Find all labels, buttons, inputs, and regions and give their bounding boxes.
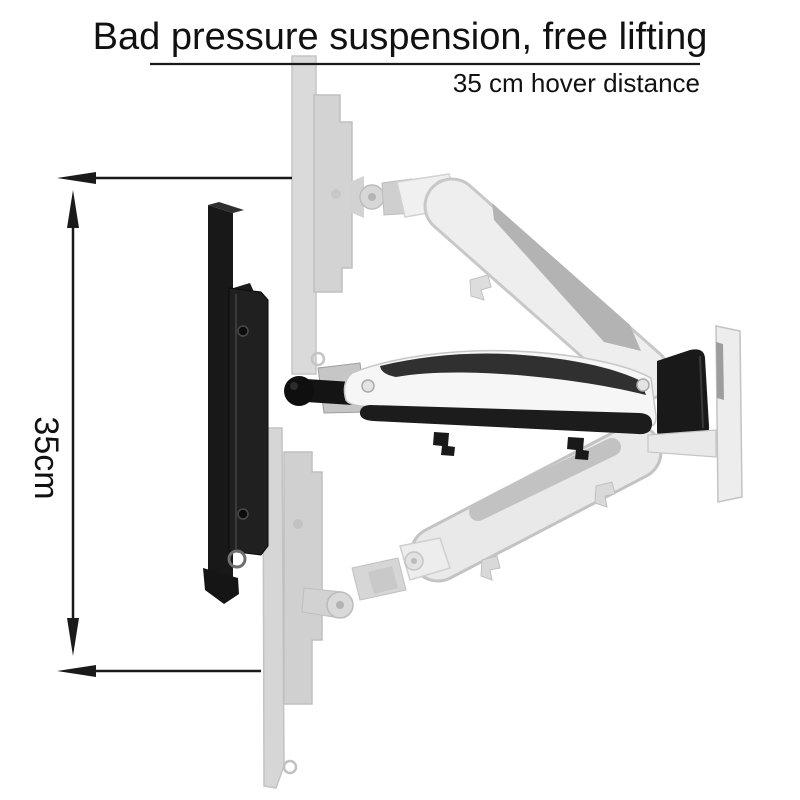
ghost-up-arm-inset bbox=[492, 203, 641, 351]
ghost-up-hinge bbox=[350, 176, 364, 218]
monitor-black-top-edge bbox=[208, 202, 244, 213]
monitor-black-panel bbox=[208, 205, 233, 578]
ghost-down-tilter-plate bbox=[368, 566, 398, 594]
main-arm-inset bbox=[380, 353, 646, 395]
ghost-down-cable-clip-2 bbox=[480, 555, 501, 581]
hover-distance-label: 35 cm hover distance bbox=[452, 68, 700, 98]
vertical-arrowhead-down bbox=[67, 618, 79, 656]
wall-plate bbox=[715, 325, 743, 503]
ghost-up-ball-screw bbox=[368, 193, 376, 201]
monitor-black bbox=[203, 202, 269, 604]
ghost-down-arm-body bbox=[412, 426, 660, 580]
wall-bracket-highlight bbox=[699, 355, 704, 429]
ghost-down-screw bbox=[293, 519, 303, 529]
ghost-up-hook-ring bbox=[310, 351, 326, 367]
ghost-up-cable-clip bbox=[469, 274, 492, 301]
main-arm-cable-clip-1 bbox=[433, 432, 455, 456]
wall-bracket-black bbox=[657, 349, 710, 439]
main-arm-connector bbox=[306, 379, 352, 405]
ghost-up-screw bbox=[331, 189, 341, 199]
main-arm-screw-left bbox=[361, 379, 375, 393]
ghost-arm-up bbox=[396, 173, 671, 403]
page-title: Bad pressure suspension, free lifting bbox=[92, 16, 708, 58]
main-arm bbox=[284, 349, 717, 460]
main-arm-ball-highlight bbox=[290, 382, 298, 390]
vertical-arrowhead-up bbox=[67, 190, 79, 228]
monitor-black-screw-bottom bbox=[237, 508, 249, 520]
wall-plate-flange bbox=[647, 429, 717, 458]
wall-plate-shadow bbox=[716, 342, 724, 400]
ghost-down-elbow-pivot-dot bbox=[411, 558, 417, 564]
extent-arrowhead-top bbox=[57, 172, 96, 184]
monitor-black-foot bbox=[203, 568, 239, 604]
monitor-black-hook-ring bbox=[227, 549, 247, 569]
ghost-down-ball-screw bbox=[336, 601, 344, 609]
ghost-monitor-down-vesa-bracket bbox=[283, 451, 323, 705]
ghost-up-arm-body bbox=[426, 180, 668, 400]
main-arm-cable-clip-2 bbox=[567, 437, 589, 460]
monitor-black-vesa-bracket bbox=[228, 287, 269, 556]
measurement-arrows bbox=[57, 62, 700, 677]
ghost-monitor-up-panel bbox=[291, 55, 317, 375]
monitor-black-screw-top bbox=[237, 325, 249, 337]
ghost-down-hook-ring bbox=[282, 759, 298, 775]
main-arm-ball-joint bbox=[284, 376, 314, 406]
ghost-arm-down bbox=[326, 423, 663, 619]
dimension-35cm-label: 35cm bbox=[27, 416, 65, 500]
main-arm-screw-right bbox=[636, 378, 650, 392]
ghost-monitor-up bbox=[291, 55, 415, 375]
main-arm-bottom-bar bbox=[359, 405, 653, 435]
ghost-down-arm-inset bbox=[469, 438, 621, 521]
extent-arrowhead-bottom bbox=[57, 665, 96, 677]
ghost-down-cable-clip-1 bbox=[594, 481, 616, 508]
